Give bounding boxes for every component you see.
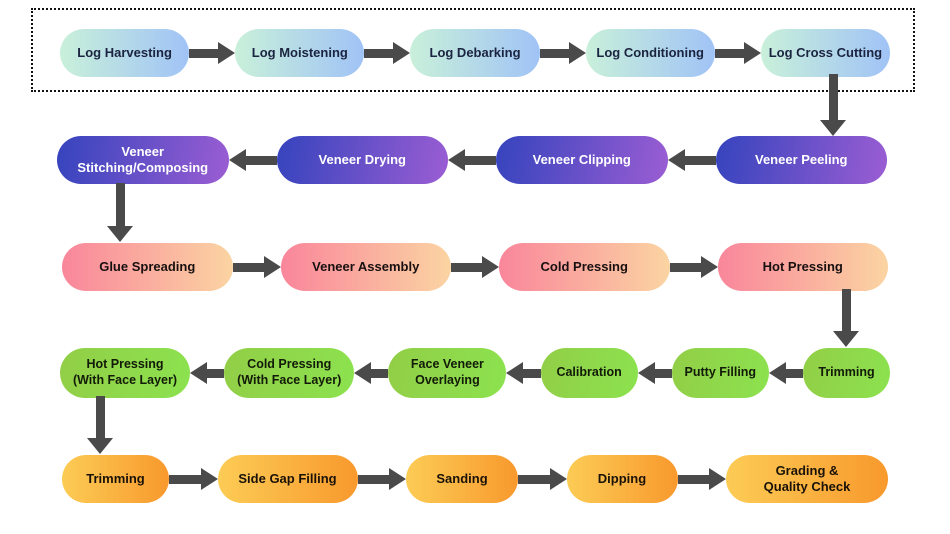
arrow-right-icon — [357, 455, 406, 503]
arrow-right-icon — [451, 243, 499, 291]
node-log-moistening: Log Moistening — [235, 29, 365, 77]
arrow-left-icon — [190, 348, 225, 398]
arrow-left-icon — [448, 136, 496, 184]
arrow-down-icon — [833, 289, 859, 347]
arrow-right-icon — [539, 29, 586, 77]
node-dipping: Dipping — [566, 455, 678, 503]
arrow-left-icon — [768, 348, 804, 398]
node-sanding: Sanding — [406, 455, 518, 503]
node-hot-pressing-with-face-layer: Hot Pressing (With Face Layer) — [60, 348, 190, 398]
node-veneer-clipping: Veneer Clipping — [496, 136, 668, 184]
arrow-left-icon — [506, 348, 541, 398]
arrow-right-icon — [364, 29, 411, 77]
arrow-right-icon — [169, 455, 218, 503]
arrow-down-icon — [87, 396, 113, 454]
node-veneer-assembly: Veneer Assembly — [280, 243, 451, 291]
node-log-cross-cutting: Log Cross Cutting — [760, 29, 891, 77]
row-face-layer-processing: Hot Pressing (With Face Layer) Cold Pres… — [60, 348, 891, 398]
node-veneer-peeling: Veneer Peeling — [715, 136, 887, 184]
node-calibration: Calibration — [540, 348, 638, 398]
node-log-harvesting: Log Harvesting — [60, 29, 190, 77]
log-preparation-dotted-border — [31, 8, 915, 92]
node-log-debarking: Log Debarking — [410, 29, 540, 77]
arrow-left-icon — [354, 348, 389, 398]
arrow-left-icon — [637, 348, 672, 398]
arrow-down-icon — [820, 74, 846, 136]
arrow-right-icon — [232, 243, 281, 291]
node-putty-filling: Putty Filling — [671, 348, 769, 398]
node-side-gap-filling: Side Gap Filling — [217, 455, 358, 503]
arrow-down-icon — [107, 183, 133, 242]
node-log-conditioning: Log Conditioning — [585, 29, 715, 77]
arrow-right-icon — [714, 29, 761, 77]
row-assembly-pressing: Glue Spreading Veneer Assembly Cold Pres… — [62, 243, 888, 291]
row-finishing: Trimming Side Gap Filling Sanding Dippin… — [62, 455, 888, 503]
arrow-left-icon — [667, 136, 716, 184]
node-trimming-face: Trimming — [803, 348, 891, 398]
node-glue-spreading: Glue Spreading — [62, 243, 233, 291]
node-grading-quality-check: Grading & Quality Check — [726, 455, 888, 503]
node-cold-pressing: Cold Pressing — [499, 243, 670, 291]
node-hot-pressing: Hot Pressing — [717, 243, 888, 291]
node-veneer-stitching-composing: Veneer Stitching/Composing — [57, 136, 229, 184]
arrow-right-icon — [518, 455, 567, 503]
arrow-right-icon — [669, 243, 718, 291]
row-log-preparation: Log Harvesting Log Moistening Log Debark… — [60, 29, 891, 77]
node-face-veneer-overlaying: Face Veneer Overlaying — [388, 348, 507, 398]
arrow-left-icon — [228, 136, 277, 184]
arrow-right-icon — [677, 455, 726, 503]
node-trimming-final: Trimming — [62, 455, 169, 503]
node-veneer-drying: Veneer Drying — [276, 136, 448, 184]
arrow-right-icon — [189, 29, 236, 77]
node-cold-pressing-with-face-layer: Cold Pressing (With Face Layer) — [224, 348, 355, 398]
row-veneer-processing: Veneer Stitching/Composing Veneer Drying… — [57, 136, 887, 184]
